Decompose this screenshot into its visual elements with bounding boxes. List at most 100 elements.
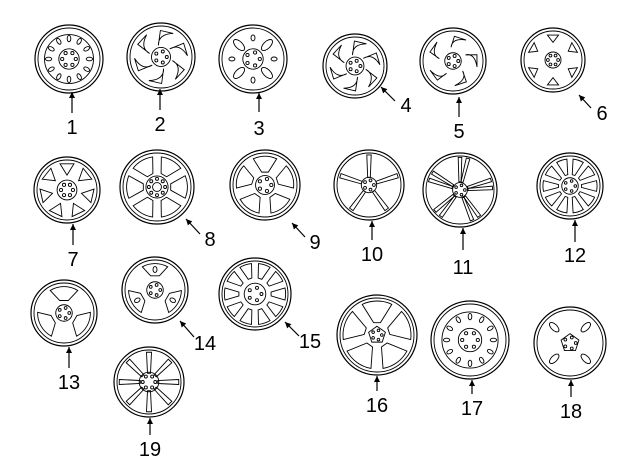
wheel-window [275, 165, 295, 189]
wheel-lug [456, 59, 461, 63]
leader-arrowhead [186, 219, 193, 226]
wheel-lug [264, 176, 269, 182]
leader-arrowhead [69, 92, 75, 98]
wheel-window [527, 67, 539, 79]
wheel-lug [446, 55, 451, 60]
wheel-lug [253, 63, 258, 68]
wheel-vane [329, 66, 348, 80]
wheel-vent-hole [489, 337, 498, 343]
wheel-slot [580, 322, 591, 333]
wheel-rim-outer [520, 27, 586, 93]
wheel-2: 2 [126, 22, 196, 136]
wheel-window [346, 342, 373, 369]
wheel-12: 12 [536, 152, 604, 267]
wheel-lug [563, 337, 568, 342]
wheel-spoke [375, 173, 399, 185]
callout-number: 1 [66, 117, 77, 139]
wheel-vent-hole [47, 66, 55, 72]
wheel-lug [148, 285, 153, 289]
callout-number: 8 [204, 229, 215, 251]
callout-number: 2 [154, 114, 165, 136]
wheel-lug [573, 184, 578, 188]
wheel-lug [563, 181, 568, 185]
wheel-rim-outer [229, 149, 301, 221]
wheel-window [577, 165, 596, 181]
wheel-vent-hole [467, 359, 473, 368]
wheel-lug [63, 316, 68, 320]
leader-arrowhead [147, 418, 153, 424]
wheel-rim-outer [336, 294, 418, 376]
wheel-window [223, 287, 240, 301]
wheel-10: 10 [333, 149, 405, 266]
wheel-lug [569, 335, 574, 340]
leader-arrowhead [157, 89, 163, 95]
wheel-vane [352, 40, 367, 56]
wheel-rim-outer [218, 257, 292, 331]
wheel-slot [260, 39, 273, 52]
wheel-window [49, 286, 79, 301]
wheel-lug [348, 60, 353, 65]
wheel-spoke [438, 195, 457, 219]
wheel-lug [154, 283, 159, 287]
wheel-lug [140, 380, 145, 384]
wheel-rim-inner [339, 297, 415, 373]
wheel-vane [343, 76, 358, 92]
wheel-vent-hole [479, 316, 485, 324]
wheel-window [361, 300, 393, 324]
wheel-window [239, 308, 253, 325]
wheel-lug [548, 62, 553, 67]
wheel-hub [255, 175, 275, 195]
wheel-lug [371, 330, 375, 334]
wheel-lug [563, 187, 568, 191]
wheel-window [226, 270, 244, 287]
wheel-rim-outer [33, 156, 101, 224]
wheel-lug [546, 58, 550, 62]
wheel-lug [368, 187, 373, 192]
wheel-window [128, 290, 146, 314]
wheel-window [132, 196, 154, 218]
wheel-lug [454, 185, 458, 189]
wheel-lug [459, 192, 464, 197]
wheel-window [72, 311, 91, 337]
wheel-window [269, 192, 291, 214]
wheel-hub [243, 282, 267, 306]
wheel-rim-inner [433, 303, 507, 377]
wheel-lug [255, 298, 259, 303]
leader-arrowhead [256, 93, 262, 99]
wheel-window [542, 180, 559, 192]
wheel-vent-hole [66, 34, 72, 43]
wheel-rim-inner [425, 155, 495, 225]
wheel-spoke [460, 157, 471, 183]
wheel-rim-outer [333, 149, 405, 221]
wheel-vent-hole [76, 73, 82, 81]
wheel-window [527, 41, 539, 53]
wheel-vent-hole [56, 73, 62, 81]
wheel-lug [348, 67, 353, 72]
wheel-window [387, 310, 412, 341]
wheel-lug [553, 62, 558, 67]
wheel-lug [372, 183, 376, 187]
wheel-lug [257, 179, 262, 184]
wheel-vane [172, 60, 185, 80]
wheel-rim-outer [533, 306, 607, 380]
wheel-16: 16 [336, 294, 418, 417]
wheel-window [77, 167, 93, 182]
wheel-rim-inner [221, 27, 285, 91]
wheel-slot [454, 70, 467, 87]
leader-arrowhead [374, 376, 380, 382]
wheel-18: 18 [533, 306, 607, 423]
wheel-lug [460, 337, 465, 343]
wheel-spoke [427, 177, 454, 190]
wheel-hub [544, 51, 562, 69]
wheel-lug [376, 328, 381, 333]
wheel-window [556, 195, 569, 214]
wheel-spoke [466, 177, 493, 190]
wheel-spoke [433, 193, 456, 213]
wheel-slot [450, 35, 467, 48]
wheel-rim-outer [536, 152, 604, 220]
wheel-slot [465, 54, 478, 68]
wheel-window [132, 156, 154, 178]
wheel-slot [549, 353, 560, 364]
leader-arrowhead [180, 321, 187, 328]
callout-number: 7 [67, 249, 78, 271]
